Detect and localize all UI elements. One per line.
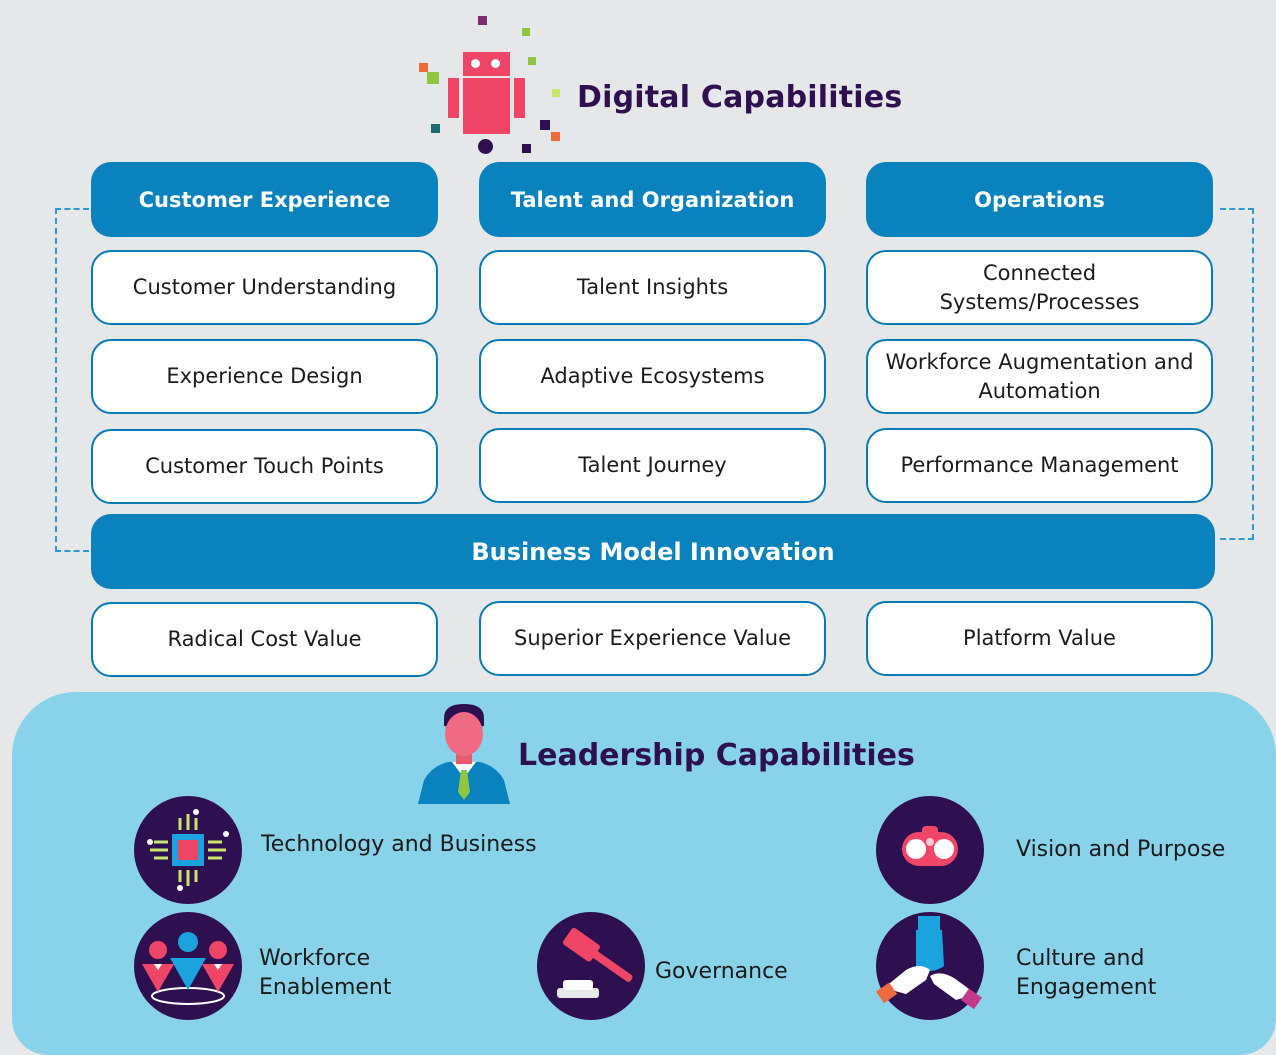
capability-box: Performance Management	[866, 428, 1213, 503]
leadership-item-label: Governance	[655, 959, 788, 984]
capability-box: Customer Understanding	[91, 250, 438, 325]
hands-icon	[876, 912, 984, 1020]
robot-icon	[415, 10, 570, 160]
leadership-item-label: Technology and Business	[261, 832, 537, 857]
gavel-icon	[537, 912, 645, 1020]
value-box: Radical Cost Value	[91, 602, 438, 677]
capability-box: Talent Journey	[479, 428, 826, 503]
leadership-item-label: Culture and Engagement	[1016, 946, 1157, 1000]
leadership-capabilities-title: Leadership Capabilities	[518, 738, 915, 773]
capability-box: Adaptive Ecosystems	[479, 339, 826, 414]
digital-capabilities-title: Digital Capabilities	[577, 80, 903, 115]
column-header-customer-experience: Customer Experience	[91, 162, 438, 237]
leadership-item-label: Workforce Enablement	[259, 946, 392, 1000]
capability-box: Connected Systems/Processes	[866, 250, 1213, 325]
binoculars-icon	[876, 796, 984, 904]
column-header-talent-organization: Talent and Organization	[479, 162, 826, 237]
capability-box: Workforce Augmentation and Automation	[866, 339, 1213, 414]
team-icon	[134, 912, 242, 1020]
leadership-item-label: Vision and Purpose	[1016, 837, 1226, 862]
value-box: Platform Value	[866, 601, 1213, 676]
value-box: Superior Experience Value	[479, 601, 826, 676]
capability-box: Talent Insights	[479, 250, 826, 325]
capability-box: Experience Design	[91, 339, 438, 414]
right-bracket	[1220, 208, 1254, 540]
chip-icon	[134, 796, 242, 904]
business-model-innovation-bar: Business Model Innovation	[91, 514, 1215, 589]
leader-icon	[418, 704, 510, 804]
capability-box: Customer Touch Points	[91, 429, 438, 504]
left-bracket	[55, 208, 89, 552]
column-header-operations: Operations	[866, 162, 1213, 237]
